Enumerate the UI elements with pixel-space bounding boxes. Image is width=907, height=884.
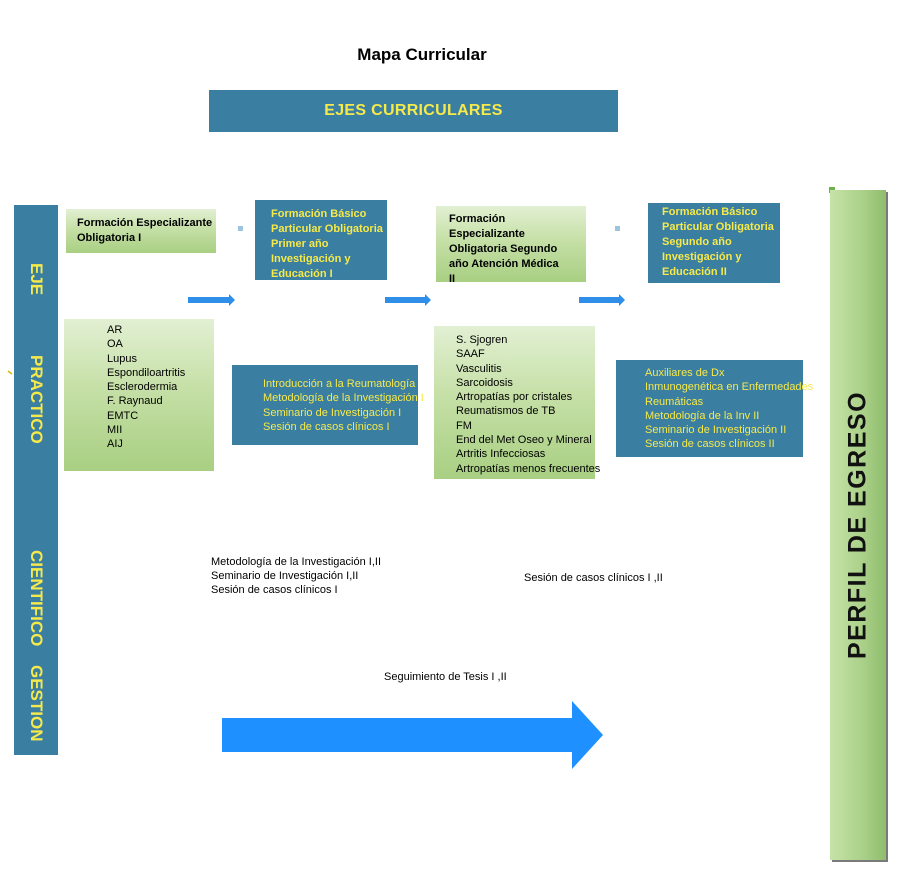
page-title: Mapa Curricular — [357, 45, 487, 64]
list-item: F. Raynaud — [107, 395, 163, 408]
small-arrow-1 — [188, 294, 235, 306]
stage-box-1: Formación Especializante Obligatoria I — [66, 209, 216, 253]
small-arrow-2 — [385, 294, 431, 306]
management-item: Seguimiento de Tesis I ,II — [368, 670, 507, 684]
scientific-items-left: Metodología de la Investigación I,II Sem… — [195, 555, 381, 597]
list-item: Metodología de la Inv II — [645, 409, 760, 422]
list-item: Espondiloartritis — [107, 366, 186, 379]
year1-courses-box: Introducción a la Reumatología Metodolog… — [232, 365, 424, 445]
connector-dot — [615, 226, 620, 231]
year1-diseases-box: AR OA Lupus Espondiloartritis Escleroder… — [64, 319, 214, 471]
list-item: Sarcoidosis — [456, 376, 513, 389]
connector-dot — [238, 226, 243, 231]
list-item: Reumáticas — [645, 395, 704, 408]
list-item: End del Met Oseo y Mineral — [456, 434, 592, 447]
list-item: Esclerodermia — [107, 381, 178, 394]
axis-label-practico: PRACTICO — [27, 355, 46, 444]
list-item: Auxiliares de Dx — [645, 367, 725, 379]
list-item: Sesión de casos clínicos I — [211, 584, 338, 596]
list-item: EMTC — [107, 409, 139, 422]
year2-courses-box: Auxiliares de Dx Inmunogenética en Enfer… — [616, 360, 814, 457]
stage-box-2: Formación Básico Particular Obligatoria … — [255, 200, 387, 280]
list-item: FM — [456, 419, 472, 432]
stage-label: Formación Especializante Obligatoria Seg… — [449, 213, 559, 285]
list-item: Inmunogenética en Enfermedades — [645, 381, 814, 394]
axis-label-gestion: GESTION — [27, 665, 46, 742]
small-mark — [7, 370, 13, 375]
axes-banner: EJES CURRICULARES — [209, 90, 618, 132]
stage-label: Formación Básico Particular Obligatoria … — [662, 206, 774, 278]
exit-profile-bar: PERFIL DE EGRESO — [830, 190, 886, 860]
stage-label: Formación Especializante Obligatoria I — [77, 217, 213, 244]
list-item: Metodología de la Investigación I — [263, 392, 424, 405]
axis-label-cientifico: CIENTIFICO — [27, 550, 46, 647]
list-item: Reumatismos de TB — [456, 405, 556, 418]
list-item: Artropatías por cristales — [456, 391, 573, 404]
list-item: Seminario de Investigación I,II — [211, 570, 359, 582]
list-item: Lupus — [107, 352, 137, 365]
list-item: Seminario de Investigación I — [263, 406, 402, 419]
list-item: S. Sjogren — [456, 334, 508, 346]
scientific-item-right: Sesión de casos clínicos I ,II — [508, 571, 663, 585]
big-arrow — [222, 701, 603, 769]
year2-diseases-box: S. Sjogren SAAF Vasculitis Sarcoidosis A… — [434, 326, 601, 479]
list-item: Vasculitis — [456, 362, 502, 375]
list-item: Artropatías menos frecuentes — [456, 462, 601, 475]
stage-box-4: Formación Básico Particular Obligatoria … — [648, 203, 780, 283]
list-item: Artritis Infecciosas — [456, 448, 546, 461]
small-arrow-3 — [579, 294, 625, 306]
list-item: Seguimiento de Tesis I ,II — [384, 671, 507, 683]
list-item: SAAF — [456, 348, 485, 361]
list-item: MII — [107, 424, 123, 437]
stage-label: Formación Básico Particular Obligatoria … — [271, 208, 383, 280]
axis-label-eje: EJE — [27, 263, 46, 296]
list-item: OA — [107, 338, 123, 351]
list-item: AR — [107, 324, 123, 336]
list-item: Metodología de la Investigación I,II — [211, 556, 381, 568]
list-item: AIJ — [107, 438, 123, 451]
list-item: Sesión de casos clínicos I — [263, 420, 390, 433]
stage-box-3: Formación Especializante Obligatoria Seg… — [436, 206, 586, 285]
list-item: Introducción a la Reumatología — [263, 378, 416, 390]
list-item: Sesión de casos clínicos I ,II — [524, 572, 663, 584]
left-axis-bar: EJE PRACTICO CIENTIFICO GESTION — [14, 205, 58, 755]
list-item: Seminario de Investigación II — [645, 424, 787, 437]
list-item: Sesión de casos clínicos II — [645, 438, 775, 451]
